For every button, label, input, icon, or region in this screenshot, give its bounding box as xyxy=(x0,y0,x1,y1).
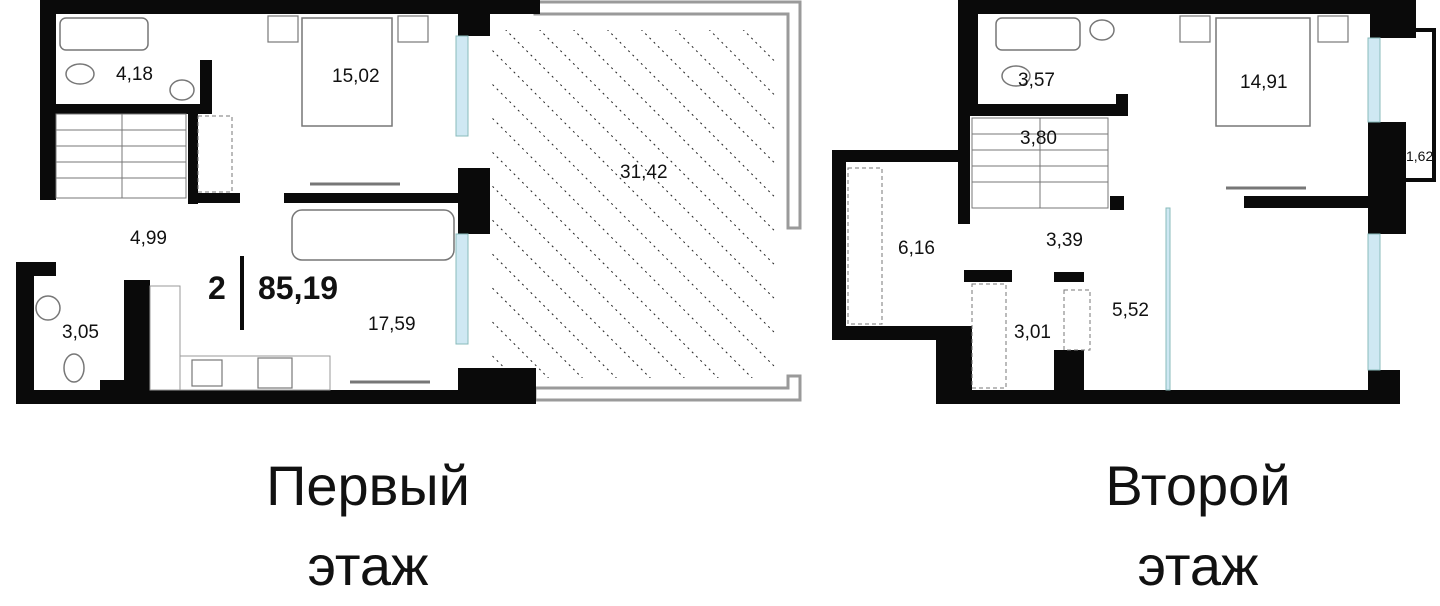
staircase xyxy=(971,117,1109,209)
room-area-stair-hall: 3,80 xyxy=(1020,128,1057,149)
first-floor-caption-line1: Первый xyxy=(266,454,470,517)
room-area-bedroom-2: 14,91 xyxy=(1240,72,1288,93)
apartment-total-area: 85,19 xyxy=(258,270,339,306)
wardrobe xyxy=(1063,289,1091,351)
second-floor-plan xyxy=(832,0,1436,404)
terrace-area xyxy=(490,30,776,378)
balcony-railing xyxy=(1400,28,1436,182)
bed xyxy=(301,17,393,127)
nightstand xyxy=(397,15,429,43)
nightstand xyxy=(1179,15,1211,43)
second-floor-walls xyxy=(832,0,1416,404)
first-floor-caption-line2: этаж xyxy=(307,534,429,597)
room-area-hall: 4,99 xyxy=(130,228,167,249)
room-area-bathroom-2: 3,57 xyxy=(1018,70,1055,91)
first-floor-plan xyxy=(16,0,802,404)
kitchen-sink xyxy=(191,359,223,387)
toilet xyxy=(63,353,85,383)
window xyxy=(455,233,469,345)
room-area-balcony: 1,62 xyxy=(1406,148,1434,164)
window xyxy=(455,35,469,137)
second-floor-caption-line2: этаж xyxy=(1137,534,1259,597)
toilet xyxy=(65,63,95,85)
sink xyxy=(1089,19,1115,41)
wardrobe xyxy=(197,115,233,193)
room-area-terrace: 31,42 xyxy=(620,162,668,183)
room-area-closet: 3,01 xyxy=(1014,322,1051,343)
kitchen-counter xyxy=(179,355,331,391)
room-area-bedroom: 15,02 xyxy=(332,66,380,87)
kitchen-counter xyxy=(149,285,181,391)
bathtub xyxy=(59,17,149,51)
toilet xyxy=(1001,65,1031,87)
first-floor-walls xyxy=(16,0,540,404)
stove xyxy=(257,357,293,389)
bed xyxy=(1215,17,1311,127)
nightstand xyxy=(267,15,299,43)
room-area-storage: 6,16 xyxy=(898,238,935,259)
room-area-bathroom: 4,18 xyxy=(116,64,153,85)
room-area-corridor: 3,39 xyxy=(1046,230,1083,251)
glass-partition xyxy=(1165,207,1171,391)
sofa xyxy=(291,209,455,261)
window xyxy=(1367,233,1381,371)
room-area-living-kitchen: 17,59 xyxy=(368,314,416,335)
terrace-railing-bottom xyxy=(533,374,802,402)
wardrobe xyxy=(971,283,1007,389)
sink xyxy=(35,295,61,321)
room-area-dressing: 5,52 xyxy=(1112,300,1149,321)
staircase xyxy=(55,113,187,199)
sink xyxy=(169,79,195,101)
window xyxy=(1367,37,1381,123)
apartment-room-count: 2 xyxy=(208,270,226,306)
wardrobe xyxy=(847,167,883,325)
nightstand xyxy=(1317,15,1349,43)
room-area-wc: 3,05 xyxy=(62,322,99,343)
label-separator xyxy=(240,256,244,330)
bathtub xyxy=(995,17,1081,51)
second-floor-caption-line1: Второй xyxy=(1105,454,1291,517)
